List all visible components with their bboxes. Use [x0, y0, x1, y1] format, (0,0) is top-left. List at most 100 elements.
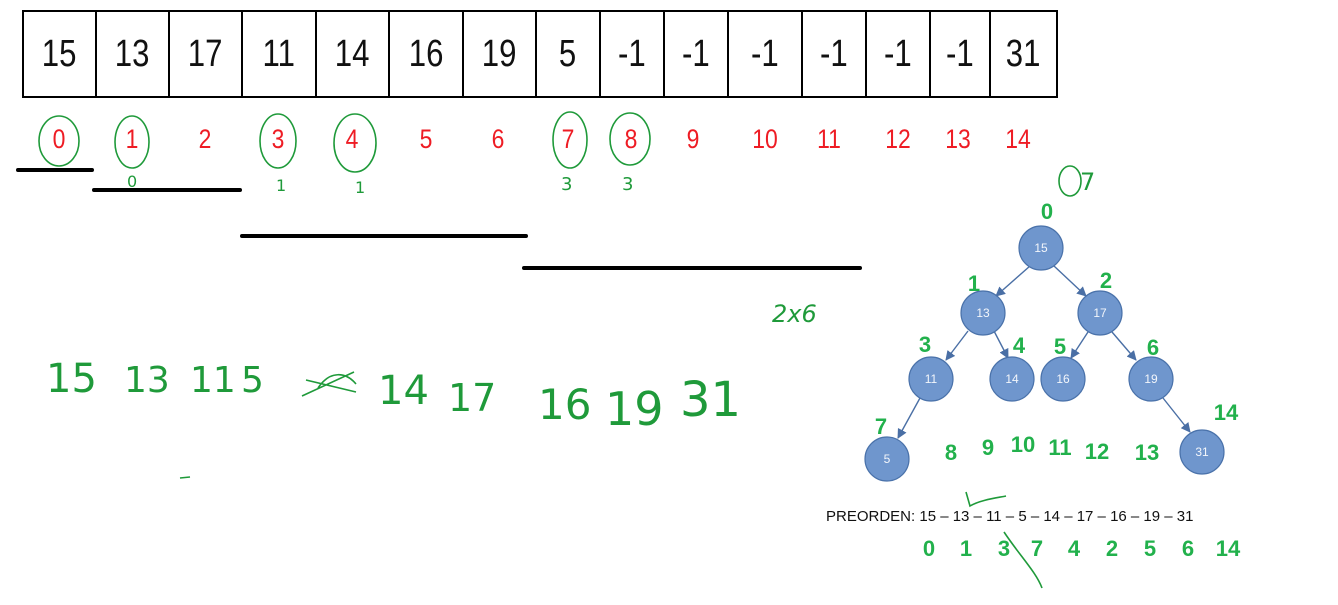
handwritten-mark: 1: [276, 176, 287, 195]
tree-edge: [1111, 331, 1137, 361]
index-label: 6: [491, 124, 505, 154]
circle-mark: [333, 113, 377, 173]
handwritten-note: 2x6: [772, 300, 817, 328]
node-value: 15: [1034, 241, 1048, 255]
preorden-label: PREORDEN: 15 – 13 – 11 – 5 – 14 – 17 – 1…: [826, 508, 1194, 525]
node-index: 4: [1013, 333, 1026, 358]
index-label: 8: [624, 124, 638, 154]
node-index: 2: [1100, 268, 1112, 293]
circle-mark: [1058, 165, 1082, 197]
array-cell: 31: [1006, 32, 1041, 75]
empty-slot-index: 8: [945, 440, 957, 465]
tree-edge: [1162, 397, 1191, 433]
array-cell: -1: [665, 12, 729, 96]
scribbles: [179, 371, 1043, 589]
node-value: 11: [925, 372, 938, 386]
array-cell: -1: [867, 12, 931, 96]
tree-edges: [897, 265, 1191, 439]
tree-edge: [1053, 265, 1087, 297]
index-label: 10: [752, 124, 778, 154]
node-index: 14: [1214, 400, 1239, 425]
preorden-index: 1: [959, 536, 973, 561]
handwritten-number: 17: [448, 376, 497, 420]
index-label: 4: [345, 124, 359, 154]
tree-edge: [993, 330, 1009, 359]
circle-mark: [609, 112, 651, 166]
empty-slot-index: 9: [982, 435, 994, 460]
preorden-index: 14: [1215, 536, 1241, 561]
tree-node: 19: [1128, 356, 1174, 402]
array-cell: 13: [97, 12, 170, 96]
handwritten-number: 5: [241, 360, 264, 401]
node-index: 5: [1054, 334, 1066, 359]
handwritten-mark: 0: [127, 172, 138, 191]
handwritten-number: 15: [46, 356, 97, 402]
circle-mark: [552, 111, 588, 169]
array-cell: -1: [729, 12, 803, 96]
preorden-index: 0: [922, 536, 936, 561]
node-value: 17: [1093, 306, 1107, 320]
preorden-index: 5: [1143, 536, 1157, 561]
node-value: 5: [884, 452, 891, 466]
tree-node: 17: [1077, 290, 1123, 336]
index-label: 13: [945, 124, 971, 154]
handwritten-number: 11: [190, 360, 236, 401]
empty-slot-index: 11: [1048, 435, 1071, 460]
array-cell: 17: [170, 12, 243, 96]
node-index: 1: [968, 271, 980, 296]
level-underlines: [16, 168, 862, 270]
circle-mark: [38, 115, 80, 167]
index-label: 5: [419, 124, 433, 154]
handwritten-number: 19: [605, 382, 664, 436]
node-index: 7: [875, 414, 887, 439]
circle-mark: [114, 115, 150, 169]
node-value: 19: [1144, 372, 1158, 386]
tree-node: 31: [1179, 429, 1225, 475]
empty-slot-index: 13: [1135, 440, 1159, 465]
tree-index-labels: 0 1 2 3 4 5 6 7 14 8 9 10 11 12 13: [875, 199, 1239, 465]
preorden-index: 2: [1105, 536, 1119, 561]
strike-scribble: [301, 371, 357, 397]
array-cell: 5: [537, 12, 601, 96]
index-label: 2: [198, 124, 212, 154]
index-label: 12: [885, 124, 911, 154]
index-label: 14: [1005, 124, 1031, 154]
handwritten-mark: 3: [622, 174, 634, 195]
circle-mark: [259, 113, 297, 169]
node-index: 3: [919, 332, 931, 357]
handwritten-mark: 1: [355, 178, 366, 197]
index-label: 9: [686, 124, 700, 154]
array-cell: 16: [390, 12, 464, 96]
preorden-index: 7: [1030, 536, 1044, 561]
tree-edge: [1070, 331, 1089, 359]
index-label: 1: [125, 124, 139, 154]
node-value: 13: [976, 306, 990, 320]
index-circles: [38, 111, 1082, 197]
tree-edge: [945, 330, 969, 361]
node-index: 0: [1041, 199, 1053, 224]
tree-edge: [995, 265, 1031, 297]
preorden-index: 4: [1067, 536, 1081, 561]
index-label: 7: [561, 124, 575, 154]
array-cell: 15: [24, 12, 97, 96]
tree-node: 13: [960, 290, 1006, 336]
empty-slot-index: 10: [1011, 432, 1035, 457]
node-value: 16: [1056, 372, 1070, 386]
preorden-index: 3: [997, 536, 1011, 561]
tree-nodes: 15 13 17 11 1 4 16 19 5 31: [864, 225, 1225, 482]
array-row: 15 13 17 11 14 16 19 5 -1 -1 -1 -1 -1 -1…: [22, 10, 1058, 98]
array-cell: 14: [317, 12, 390, 96]
index-label: 3: [271, 124, 285, 154]
dash-scribble: [179, 476, 191, 479]
empty-slot-index: 12: [1085, 439, 1109, 464]
handwritten-note: 7: [1080, 168, 1096, 196]
array-cell: 11: [243, 12, 317, 96]
array-cell: -1: [931, 12, 991, 96]
handwritten-mark: 3: [561, 174, 573, 195]
index-label: 11: [817, 124, 841, 154]
tree-node: 5: [864, 436, 910, 482]
tree-node: 15: [1018, 225, 1064, 271]
array-cell: -1: [601, 12, 665, 96]
tree-node: 11: [908, 356, 954, 402]
